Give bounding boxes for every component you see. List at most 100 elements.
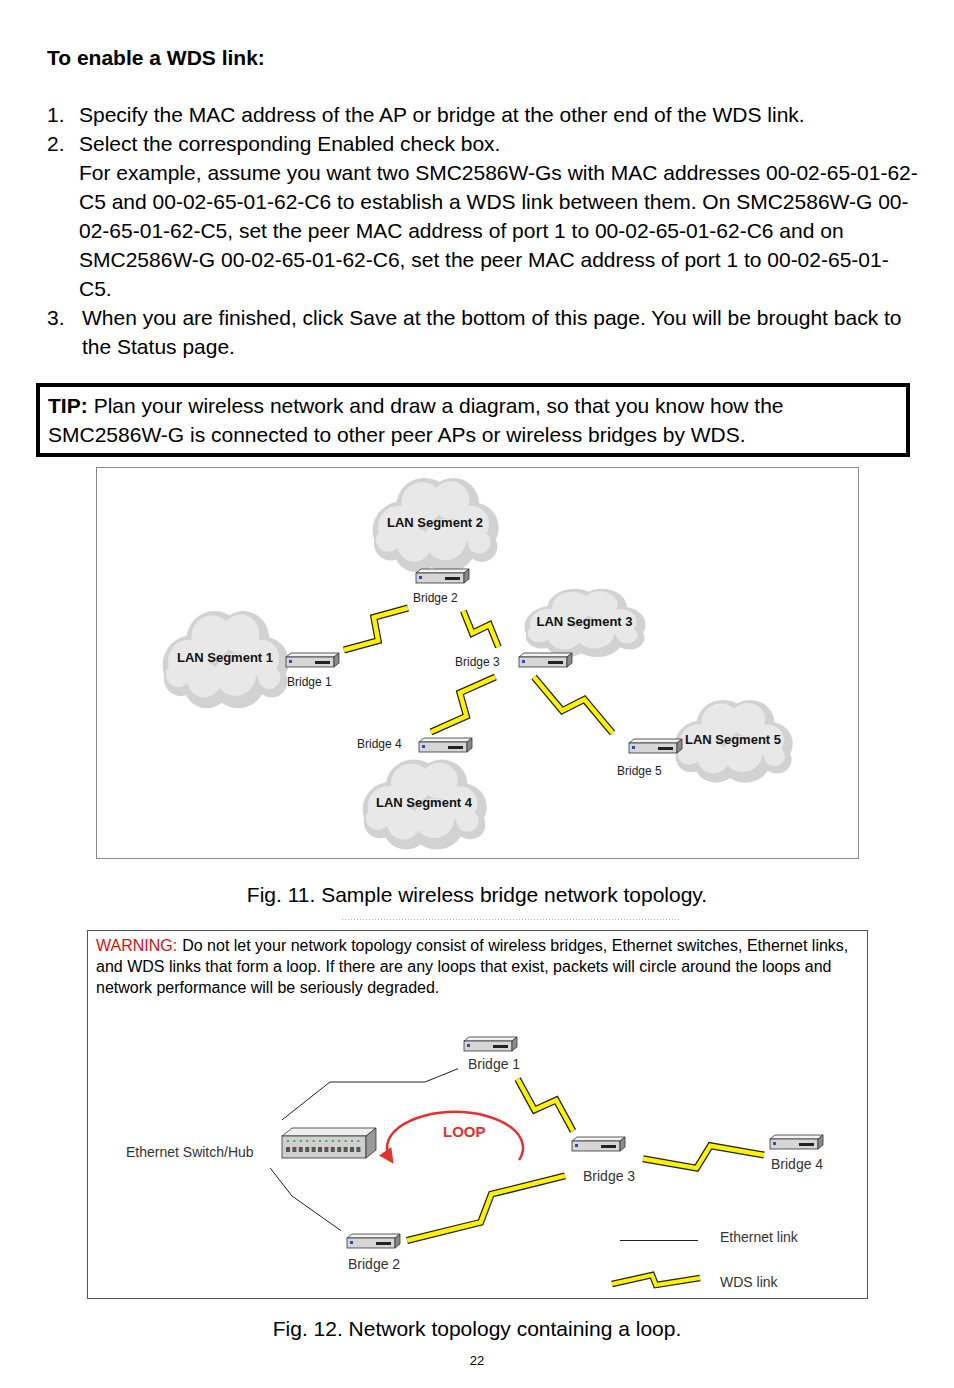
heading: To enable a WDS link:	[47, 43, 265, 72]
bridge-bar	[315, 661, 330, 664]
switch-port	[337, 1147, 341, 1152]
bridge-top	[629, 739, 682, 743]
switch-led	[332, 1140, 334, 1142]
bridge-side	[620, 1137, 625, 1151]
bridge-side	[512, 1037, 517, 1051]
figure-frame	[97, 468, 859, 859]
bridge-icon	[518, 652, 573, 669]
switch-led	[300, 1140, 302, 1142]
switch-port	[331, 1147, 335, 1152]
step-example: For example, assume you want two SMC2586…	[79, 158, 919, 303]
connector-group	[270, 1168, 341, 1231]
switch-led	[293, 1140, 295, 1142]
bridge-front	[416, 573, 464, 583]
connector-group	[463, 611, 498, 647]
lan-segment-cloud: LAN Segment 4	[360, 752, 488, 852]
wds-link-outline	[518, 1079, 573, 1131]
legend-entry: WDS link	[720, 1273, 778, 1291]
cloud-puff	[466, 530, 497, 562]
cloud-highlight	[387, 807, 420, 839]
bridge-label: Bridge 4	[357, 737, 402, 752]
wds-link	[463, 611, 498, 647]
legend-wds-sample	[612, 1275, 700, 1285]
bridge-top	[464, 1037, 517, 1041]
wds-link	[407, 1176, 565, 1241]
step-number: 1.	[47, 100, 77, 129]
bridge-top	[519, 653, 572, 657]
legend-wds-outline	[612, 1275, 700, 1285]
switch-port	[286, 1147, 290, 1152]
bridge-device: Bridge 4	[355, 735, 474, 757]
ethernet-switch: Ethernet Switch/Hub	[124, 1123, 379, 1165]
bridge-bar	[799, 1143, 814, 1146]
cloud-highlight	[166, 662, 190, 687]
bridge-device: Bridge 2	[411, 566, 469, 608]
bridge-device: Bridge 2	[344, 1231, 404, 1277]
segment-label: LAN Segment 1	[177, 650, 273, 665]
wds-link	[534, 677, 613, 733]
note-body: Do not let your network topology consist…	[96, 937, 848, 996]
bridge-front	[572, 1141, 620, 1151]
step-number: 3.	[47, 303, 77, 332]
cloud-highlight	[366, 807, 390, 830]
bridge-icon	[769, 1134, 824, 1151]
bridge-icon	[346, 1233, 401, 1250]
bridge-top	[419, 738, 472, 742]
bridge-side	[334, 653, 339, 667]
bridge-icon	[415, 568, 470, 585]
warning-label: WARNING:	[96, 937, 177, 954]
bridge-led	[419, 576, 422, 579]
lan-segment-cloud: LAN Segment 2	[370, 470, 500, 575]
bridge-led	[422, 745, 425, 748]
dotted-rule	[342, 919, 680, 920]
loop-label: LOOP	[443, 1123, 503, 1141]
wds-link	[431, 677, 495, 732]
wds-link	[344, 608, 408, 650]
bridge-icon	[463, 1036, 518, 1053]
segment-label: LAN Segment 2	[387, 515, 483, 530]
cloud-highlight	[187, 662, 221, 697]
wds-link	[518, 1079, 573, 1131]
legend-ethernet-sample	[620, 1240, 698, 1241]
cloud-highlight	[456, 810, 478, 832]
switch-led	[357, 1140, 359, 1142]
bridge-device: Bridge 5	[615, 736, 683, 782]
bridge-top	[416, 569, 469, 573]
bridge-front	[770, 1139, 818, 1149]
bridge-device: Bridge 4	[767, 1132, 827, 1176]
switch-port	[344, 1147, 348, 1152]
legend-entry: Ethernet link	[720, 1228, 798, 1246]
cloud-highlight	[468, 531, 490, 554]
figure-caption: Fig. 11. Sample wireless bridge network …	[0, 880, 954, 909]
tip-box: TIP:Plan your wireless network and draw …	[36, 383, 910, 457]
bridge-side	[464, 569, 469, 583]
connector-group	[344, 608, 408, 650]
bridge-label: Bridge 3	[455, 655, 500, 670]
bridge-label: Bridge 2	[348, 1256, 400, 1273]
switch-icon	[281, 1126, 377, 1162]
figure-caption: Fig. 12. Network topology containing a l…	[0, 1314, 954, 1343]
bridge-led	[467, 1044, 470, 1047]
switch-port	[356, 1147, 360, 1152]
switch-port	[350, 1147, 354, 1152]
bridge-label: Bridge 1	[287, 675, 332, 690]
wds-link	[643, 1146, 764, 1168]
bridge-icon	[628, 738, 683, 755]
wds-link-outline	[643, 1146, 764, 1168]
legend-text: WDS link	[720, 1274, 778, 1290]
switch-port	[312, 1147, 316, 1152]
cloud-highlight	[698, 744, 730, 774]
switch-led	[345, 1140, 347, 1142]
switch-led	[319, 1140, 321, 1142]
bridge-device: Bridge 1	[283, 650, 341, 692]
bridge-bar	[601, 1145, 616, 1148]
switch-led	[351, 1140, 353, 1142]
cloud-highlight	[616, 627, 638, 643]
bridge-led	[350, 1241, 353, 1244]
switch-led	[313, 1140, 315, 1142]
bridge-led	[575, 1144, 578, 1147]
cloud-puff	[762, 746, 791, 774]
bridge-label: Bridge 3	[583, 1168, 635, 1185]
bridge-icon	[418, 737, 473, 754]
bridge-device: Bridge 3	[568, 1134, 640, 1186]
